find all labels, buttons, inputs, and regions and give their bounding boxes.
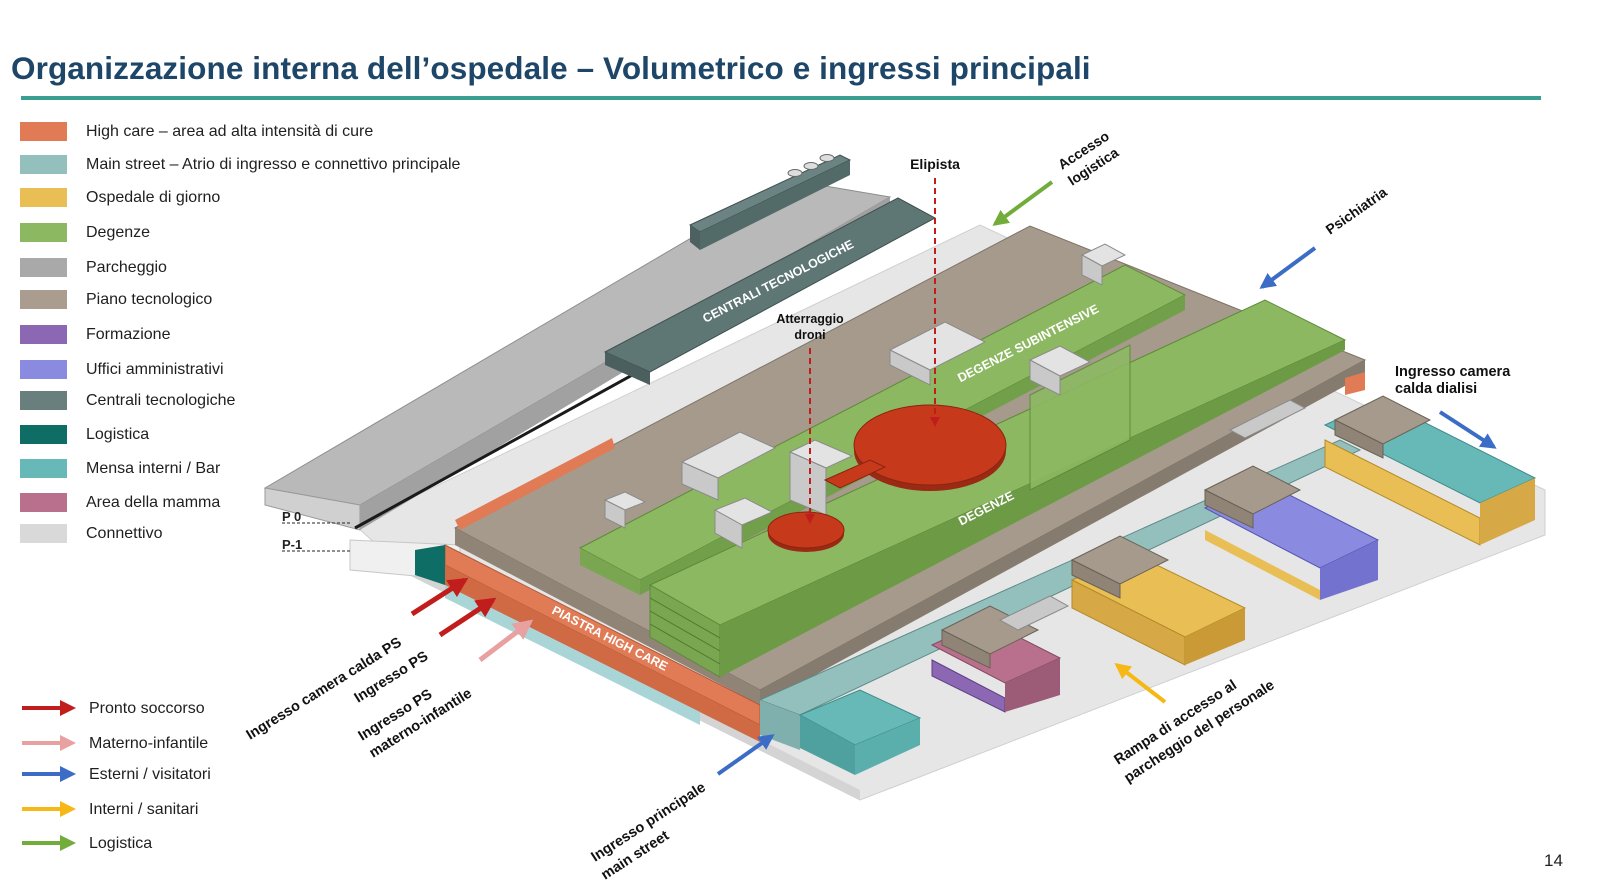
legend-swatch — [20, 360, 67, 379]
arrow-dialisi — [1438, 410, 1497, 449]
legend-swatch — [20, 290, 67, 309]
level-p0: P 0 — [282, 509, 301, 524]
legend-label: Piano tecnologico — [86, 291, 213, 308]
arrow-legend-label: Logistica — [89, 835, 153, 852]
level-p1: P-1 — [282, 537, 302, 552]
blue-arrow-icon — [22, 766, 76, 782]
label-psichiatria: Psichiatria — [1323, 184, 1390, 238]
legend-swatch — [20, 122, 67, 141]
legend-swatch — [20, 524, 67, 543]
centrali-tecnologiche-block — [603, 154, 937, 385]
legend-swatch — [20, 258, 67, 277]
page-title: Organizzazione interna dell’ospedale – V… — [11, 50, 1091, 86]
arrow-legend: Pronto soccorso Materno-infantile Estern… — [20, 697, 320, 867]
arrow-ps-calda — [410, 577, 469, 617]
yellow-arrow-icon — [22, 801, 76, 817]
arrow-accesso-logistica — [992, 180, 1054, 226]
legend-label: Connettivo — [86, 525, 163, 542]
arrow-legend-label: Esterni / visitatori — [89, 766, 211, 783]
arrow-rampa — [1114, 663, 1167, 704]
legend-label: Uffici amministrativi — [86, 361, 224, 378]
label-dialisi-2: calda dialisi — [1395, 381, 1477, 397]
arrow-legend-label: Pronto soccorso — [89, 700, 205, 717]
legend-swatch — [20, 325, 67, 344]
arrow-legend-label: Interni / sanitari — [89, 801, 199, 818]
level-markers: P 0 P-1 — [282, 509, 350, 552]
label-rampa-2: parcheggio del personale — [1121, 677, 1277, 786]
legend-swatch — [20, 188, 67, 207]
legend-label: Ospedale di giorno — [86, 189, 221, 206]
legend-label: Degenze — [86, 224, 151, 241]
rooftop-boxes — [603, 243, 1127, 549]
legend-swatch — [20, 425, 67, 444]
drone-pad — [767, 511, 845, 552]
title-divider — [21, 96, 1541, 100]
legend-swatch — [20, 459, 67, 478]
legend-label: Centrali tecnologiche — [86, 392, 236, 409]
legend-swatch — [20, 223, 67, 242]
legend-label: Parcheggio — [86, 259, 167, 276]
label-elipista: Elipista — [910, 156, 960, 172]
color-legend: High care – area ad alta intensità di cu… — [20, 122, 540, 562]
legend-label: Logistica — [86, 426, 150, 443]
page-number: 14 — [1544, 851, 1563, 870]
green-arrow-icon — [22, 835, 76, 851]
arrow-ps — [438, 597, 497, 638]
legend-swatch — [20, 155, 67, 174]
legend-label: Main street – Atrio di ingresso e connet… — [86, 156, 461, 173]
legend-swatch — [20, 391, 67, 410]
label-droni: droni — [794, 328, 825, 342]
legend-label: Mensa interni / Bar — [86, 460, 221, 477]
arrow-ingresso-principale — [716, 734, 775, 776]
arrow-psichiatria — [1259, 246, 1317, 289]
legend-label: High care – area ad alta intensità di cu… — [86, 123, 374, 140]
arrow-legend-label: Materno-infantile — [89, 735, 209, 752]
label-dialisi-1: Ingresso camera — [1395, 364, 1511, 380]
arrow-ps-materno — [478, 619, 534, 662]
red-arrow-icon — [22, 700, 76, 716]
legend-label: Area della mamma — [86, 494, 221, 511]
technical-caps — [940, 395, 1432, 669]
label-atterraggio: Atterraggio — [776, 312, 844, 326]
piastra-high-care-block — [415, 372, 1365, 742]
legend-label: Formazione — [86, 326, 171, 343]
legend-swatch — [20, 493, 67, 512]
pink-arrow-icon — [22, 735, 76, 751]
elipista-pad — [823, 404, 1007, 491]
